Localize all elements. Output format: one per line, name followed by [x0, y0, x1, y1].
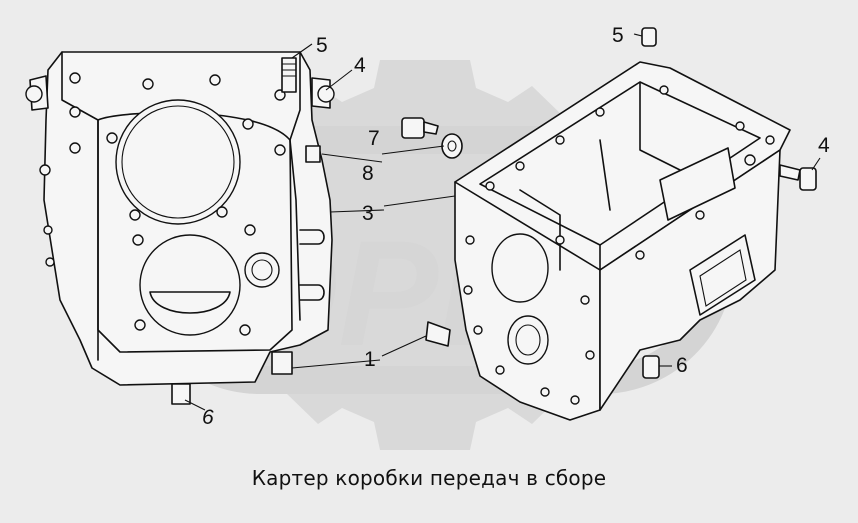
callout-8: 8 — [362, 162, 374, 185]
callout-labels: 5 4 7 8 3 1 6 5 4 6 — [202, 24, 830, 429]
leader-lines — [184, 33, 821, 411]
right-housing — [401, 27, 817, 421]
callout-3: 3 — [362, 202, 374, 225]
callout-5-left: 5 — [316, 34, 328, 57]
callout-6-right: 6 — [676, 354, 688, 377]
callout-5-right: 5 — [612, 24, 624, 47]
left-housing — [25, 51, 335, 405]
callout-1: 1 — [364, 348, 376, 371]
callout-4-right: 4 — [818, 134, 830, 157]
callout-7: 7 — [368, 127, 380, 150]
diagram-caption: Картер коробки передач в сборе — [251, 466, 607, 490]
callout-6-left: 6 — [202, 406, 214, 429]
callout-4-left: 4 — [354, 54, 366, 77]
